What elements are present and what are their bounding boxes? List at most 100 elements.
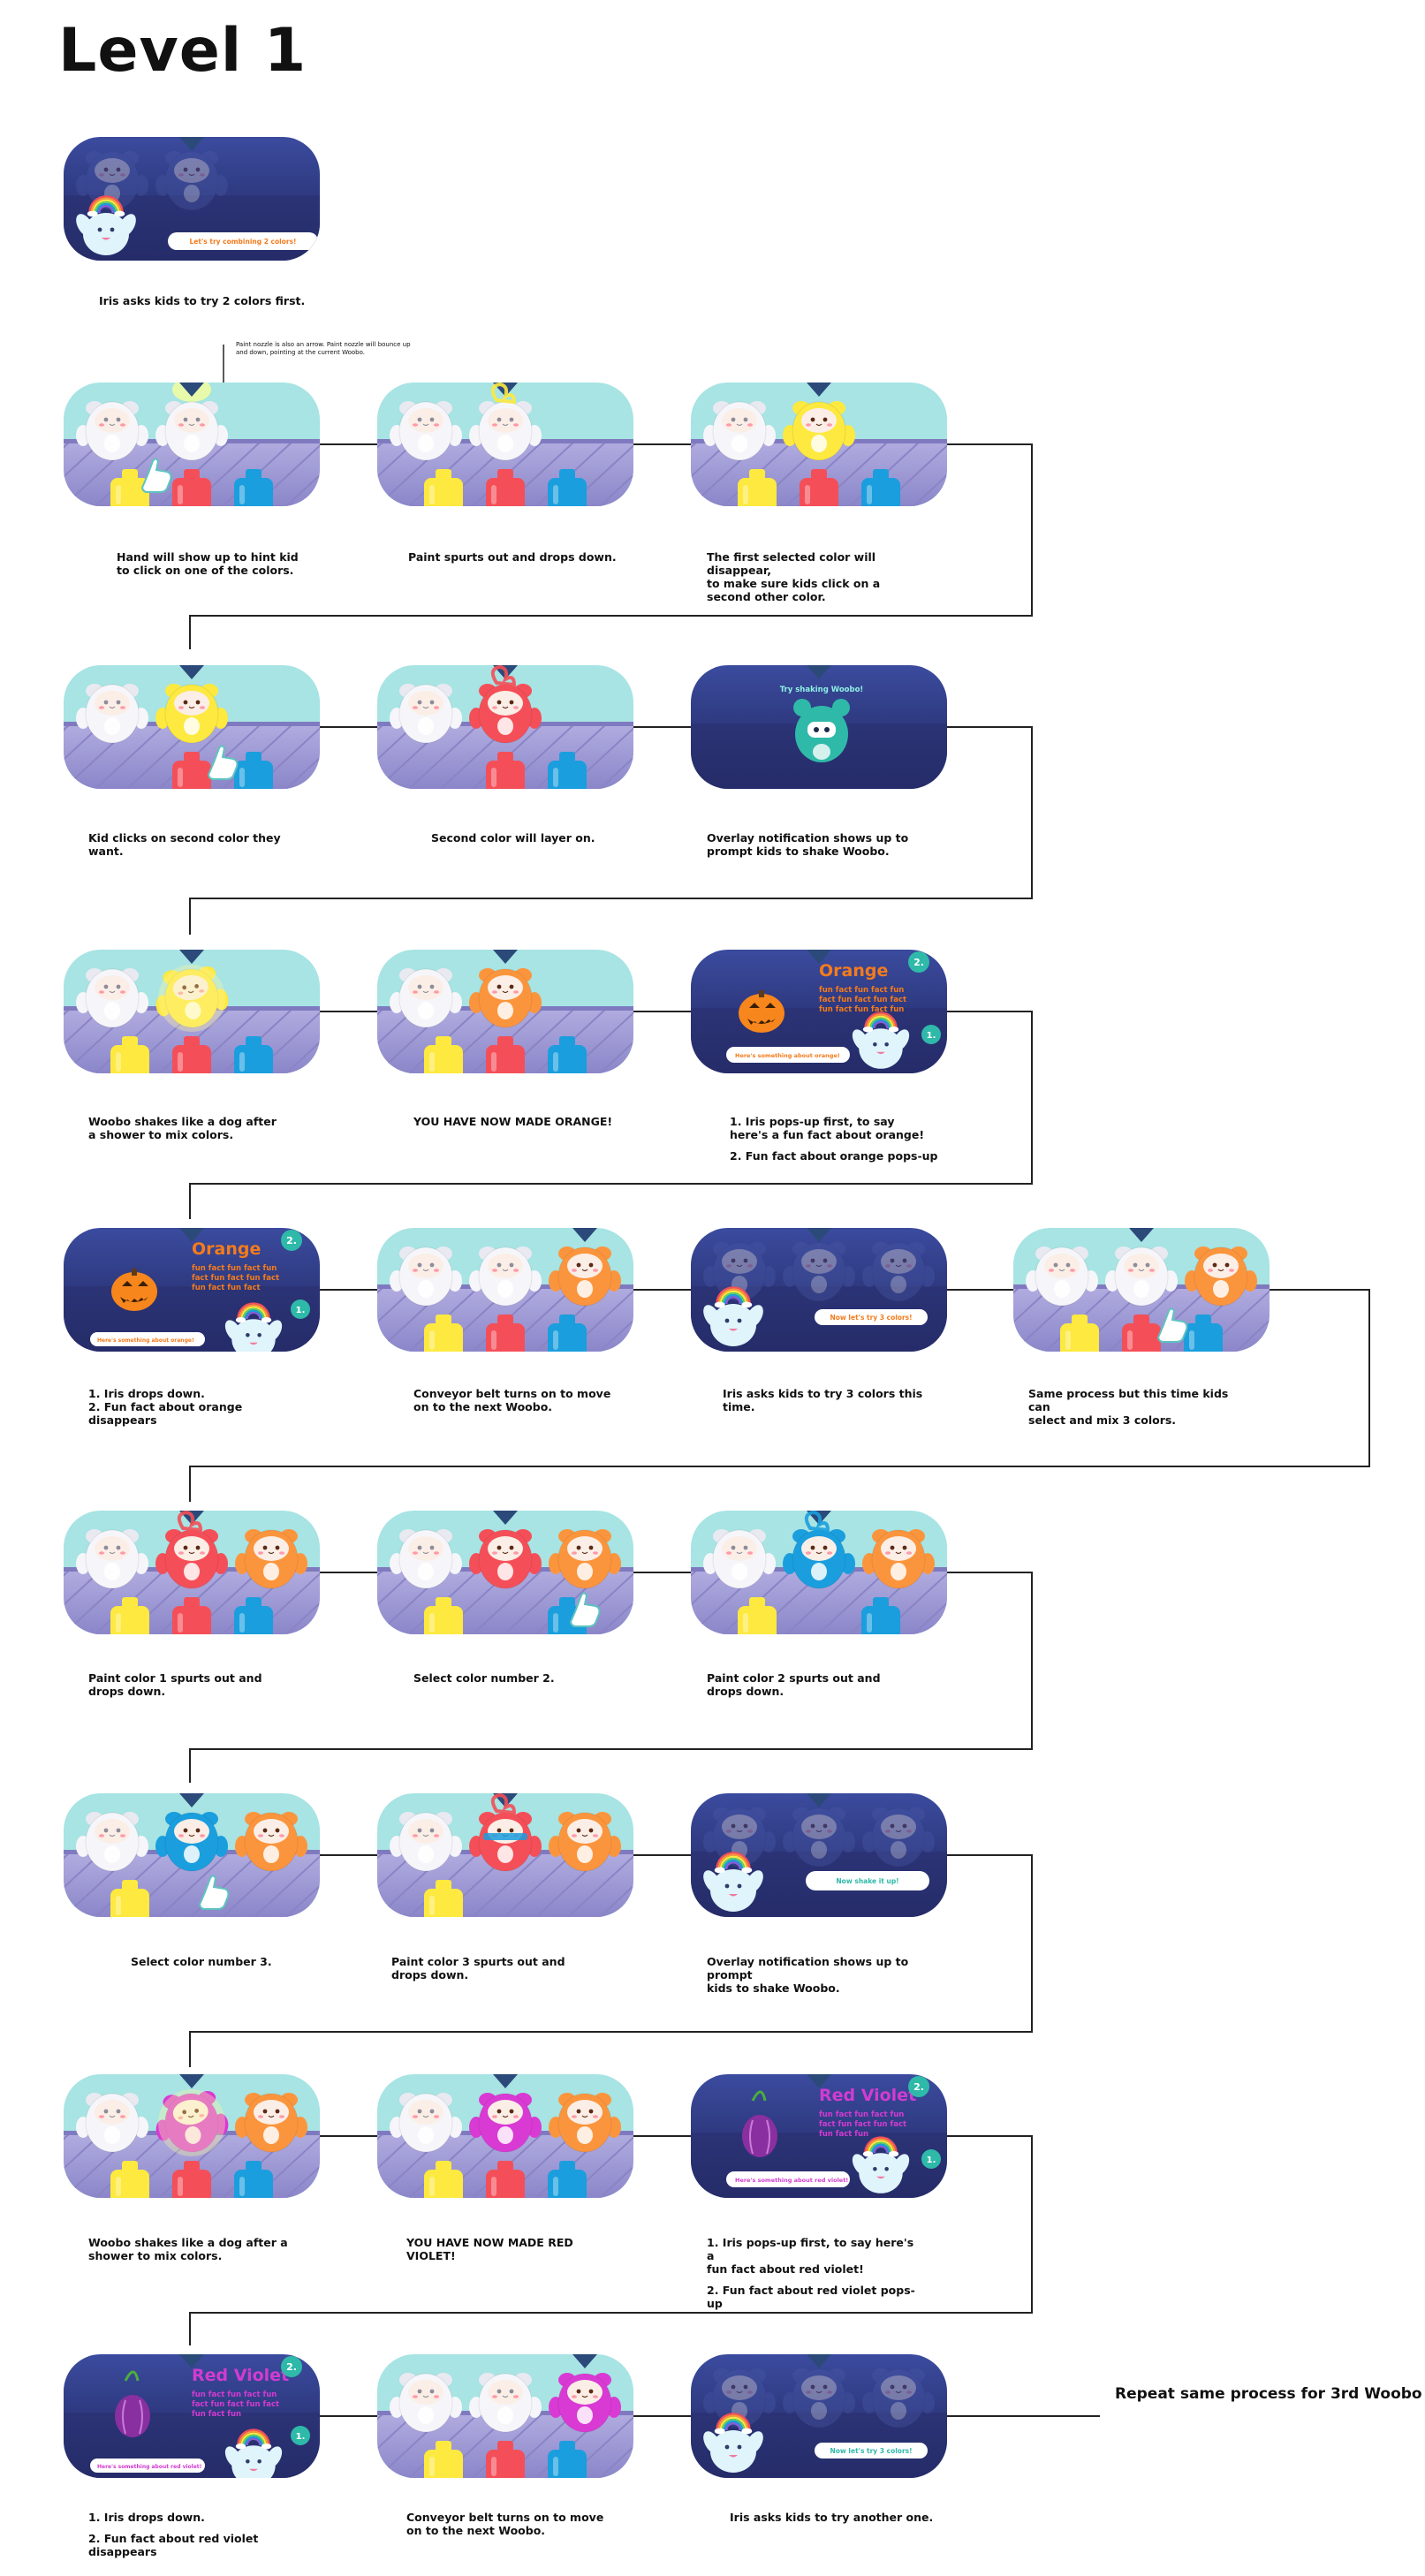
overlay-bubble: [806, 1871, 929, 1890]
paint-bottle-r[interactable]: [486, 2161, 525, 2198]
paint-bottle-y[interactable]: [424, 1597, 463, 1634]
paint-bottle-r[interactable]: [486, 1036, 525, 1073]
paint-bottle-y[interactable]: [110, 1036, 149, 1073]
paint-bottle-r[interactable]: [172, 1036, 211, 1073]
woobo-character: [469, 1812, 542, 1872]
paint-bottle-b[interactable]: [861, 469, 900, 506]
dim-woobo-character: [783, 1807, 855, 1867]
step-badge-1: 1.: [291, 1299, 310, 1319]
paint-bottle-b[interactable]: [548, 1036, 587, 1073]
paint-bottle-r[interactable]: [800, 469, 838, 506]
paint-bottle-r[interactable]: [486, 752, 525, 789]
caption-line: 2. Fun fact about orange disappears: [88, 1400, 243, 1427]
paint-bottle-b[interactable]: [548, 2161, 587, 2198]
paint-bottle-y[interactable]: [1060, 1315, 1099, 1352]
iris-bubble-text: Here's something about orange!: [97, 1337, 194, 1344]
storyboard-frame: [377, 1793, 633, 1917]
dim-woobo-character: [703, 1242, 776, 1301]
caption-line: a shower to mix colors.: [88, 1128, 234, 1141]
fact-text: fun fact fun fact fun: [819, 986, 904, 995]
dim-woobo-character: [862, 2368, 935, 2428]
caption-line: Woobo shakes like a dog after: [88, 1115, 277, 1128]
paint-bottle-b[interactable]: [548, 752, 587, 789]
paint-bottle-y[interactable]: [738, 1597, 777, 1634]
frame-caption: Second color will layer on.: [431, 831, 643, 845]
storyboard-frame: Try shaking Woobo!: [691, 665, 947, 789]
woobo-character: [390, 684, 462, 744]
paint-bottle-y[interactable]: [738, 469, 777, 506]
paint-bottle-y[interactable]: [424, 1315, 463, 1352]
nozzle-arrow: [572, 1228, 597, 1242]
fact-text: fun fact fun fact: [192, 1284, 261, 1292]
caption-line: [88, 2524, 300, 2532]
paint-bottle-b[interactable]: [861, 1597, 900, 1634]
caption-line: 1. Iris drops down.: [88, 2511, 205, 2524]
paint-bottle-b[interactable]: [1184, 1315, 1223, 1352]
paint-bottle-b[interactable]: [548, 1315, 587, 1352]
paint-bottle-y[interactable]: [424, 1036, 463, 1073]
fact-text: fact fun fact fun fact: [192, 1274, 279, 1283]
caption-line: [707, 2276, 919, 2284]
paint-bottle-y[interactable]: [110, 1880, 149, 1917]
paint-bottle-b[interactable]: [548, 2441, 587, 2478]
paint-bottle-y[interactable]: [110, 2161, 149, 2198]
paint-bottle-r[interactable]: [172, 469, 211, 506]
svg-text:2.: 2.: [913, 2081, 924, 2093]
svg-text:2.: 2.: [286, 2361, 297, 2373]
nozzle-arrow: [807, 665, 831, 679]
caption-line: Select color number 2.: [413, 1671, 555, 1685]
nozzle-arrow: [179, 665, 204, 679]
woobo-character: [862, 1529, 935, 1589]
frame-caption: The first selected color will disappear,…: [707, 550, 919, 603]
onion-icon: [742, 2090, 777, 2157]
woobo-character: [76, 1812, 148, 1872]
dim-woobo-character: [703, 2368, 776, 2428]
paint-bottle-r[interactable]: [486, 1315, 525, 1352]
paint-bottle-b[interactable]: [548, 469, 587, 506]
iris-yeti-icon: [224, 2428, 283, 2478]
paint-bottle-b[interactable]: [234, 752, 273, 789]
paint-bottle-b[interactable]: [234, 2161, 273, 2198]
paint-bottle-y[interactable]: [424, 1880, 463, 1917]
paint-bottle-y[interactable]: [424, 2441, 463, 2478]
woobo-character: [155, 1812, 228, 1872]
iris-bubble-text: Here's something about red violet!: [97, 2464, 201, 2470]
rainbow-icon: [862, 2136, 899, 2157]
paint-bottle-y[interactable]: [424, 2161, 463, 2198]
pointing-hand-icon: [569, 1592, 601, 1627]
woobo-character: [235, 1812, 307, 1872]
caption-line: on to the next Woobo.: [413, 1400, 553, 1413]
woobo-character: [235, 2093, 307, 2153]
woobo-character: [549, 2093, 621, 2153]
overlay-bubble: [815, 1309, 928, 1325]
woobo-character: [703, 1529, 776, 1589]
paint-bottle-r[interactable]: [486, 2441, 525, 2478]
caption-line: 2. Fun fact about red violet disappears: [88, 2532, 259, 2558]
paint-bottle-y[interactable]: [424, 469, 463, 506]
paint-bottle-r[interactable]: [172, 2161, 211, 2198]
nozzle-arrow: [179, 2074, 204, 2088]
caption-line: Overlay notification shows up to: [707, 831, 909, 845]
paint-bottle-r[interactable]: [172, 752, 211, 789]
storyboard-frame: [64, 1511, 320, 1634]
woobo-character: [76, 968, 148, 1028]
paint-bottle-b[interactable]: [234, 1597, 273, 1634]
iris-yeti-icon: [852, 2136, 910, 2193]
paint-bottle-y[interactable]: [110, 469, 149, 506]
page-title: Level 1: [58, 16, 307, 86]
caption-line: Conveyor belt turns on to move: [406, 2511, 604, 2524]
svg-text:1.: 1.: [927, 1031, 936, 1041]
caption-line: [730, 1141, 942, 1149]
nozzle-arrow: [807, 383, 831, 397]
paint-bottle-b[interactable]: [234, 469, 273, 506]
paint-bottle-r[interactable]: [486, 469, 525, 506]
paint-bottle-r[interactable]: [1122, 1315, 1161, 1352]
caption-line: kids to shake Woobo.: [707, 1981, 840, 1995]
paint-bottle-y[interactable]: [110, 1597, 149, 1634]
paint-bottle-b[interactable]: [234, 1036, 273, 1073]
paint-bottle-r[interactable]: [172, 1597, 211, 1634]
